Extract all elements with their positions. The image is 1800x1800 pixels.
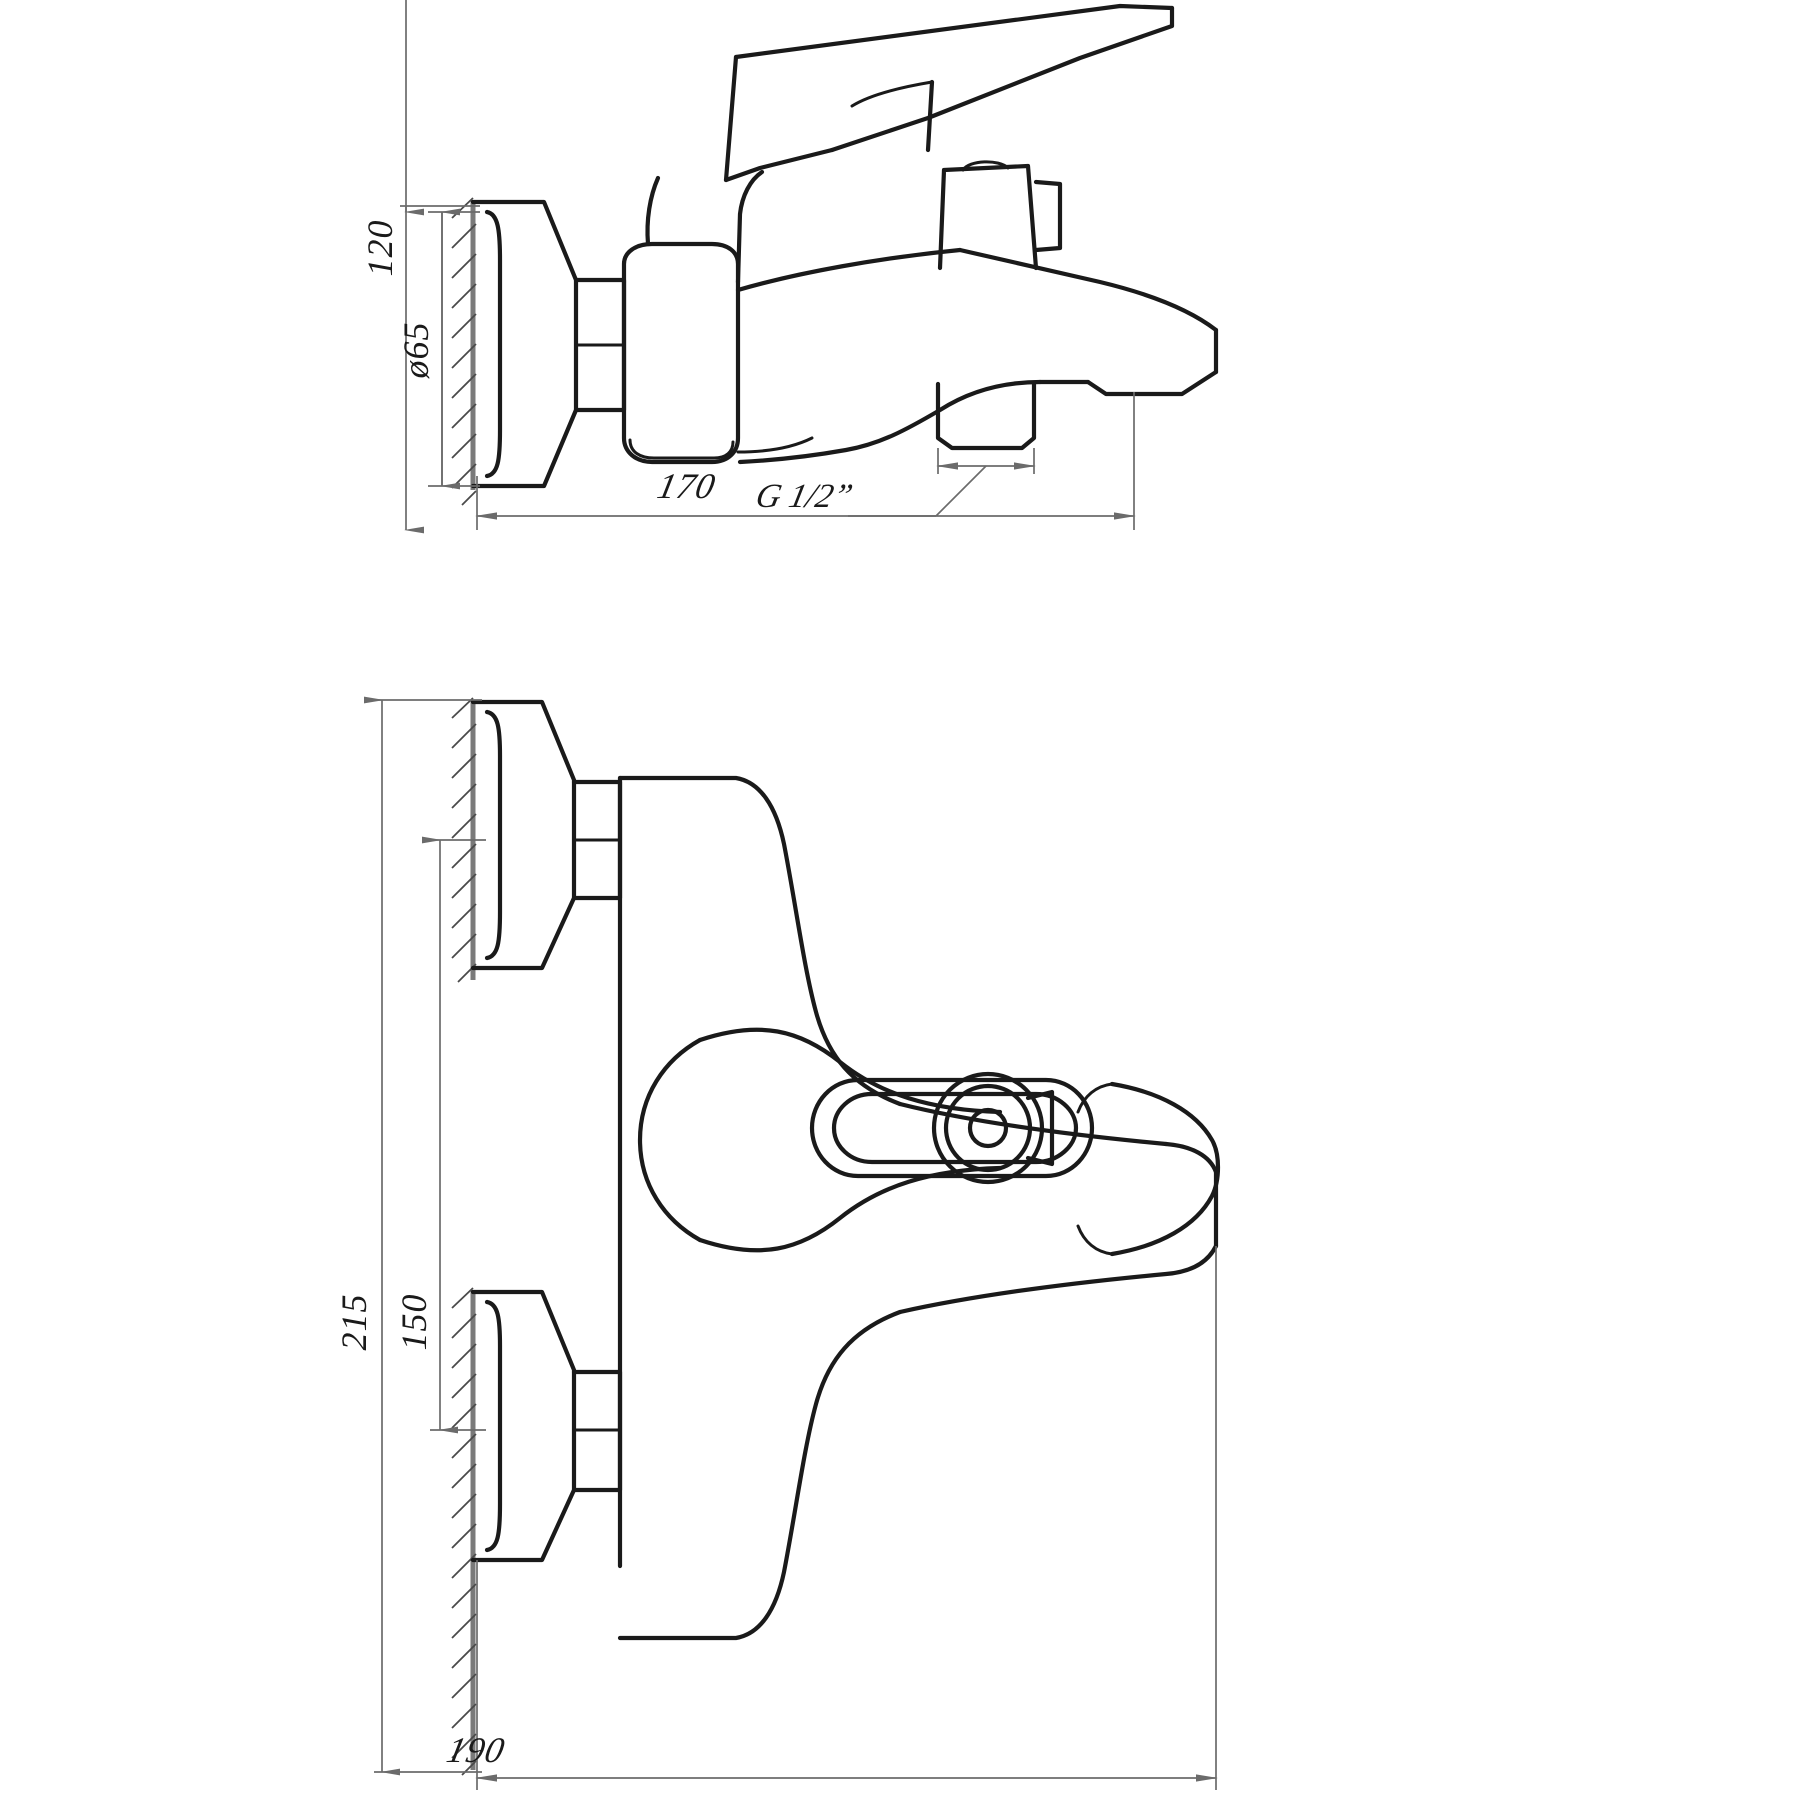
dimension-215: 215	[334, 696, 482, 1776]
escutcheon-side	[470, 199, 579, 489]
dimension-190-label: 190	[443, 1730, 508, 1770]
wall-side-view	[451, 197, 477, 506]
dimension-thread-g-half: G 1/2”	[753, 448, 1036, 517]
dimension-diameter-65: ø65	[396, 208, 480, 490]
wall-front-lower	[451, 1287, 477, 1776]
escutcheon-front-upper	[470, 699, 623, 971]
dimension-150-label: 150	[394, 1294, 434, 1351]
dimension-215-label: 215	[334, 1294, 374, 1351]
mixer-body-side	[621, 169, 1219, 465]
dimension-120-label: 120	[360, 220, 400, 277]
diverter-assembly-front	[809, 1071, 1095, 1185]
dimension-thread-g-half-label: G 1/2”	[753, 477, 856, 515]
dimension-190: 190	[443, 1246, 1218, 1790]
inlet-nipple-side	[573, 277, 627, 413]
escutcheon-front-lower	[470, 1289, 623, 1563]
mixer-body-front	[617, 775, 1221, 1641]
dimension-170: 170	[475, 392, 1136, 530]
side-view-group: 120 ø65 G 1/2”	[360, 0, 1219, 534]
dimension-150: 150	[394, 836, 486, 1434]
shower-outlet-nipple-side	[935, 381, 1037, 451]
wall-hatching-lower	[451, 1287, 477, 1776]
diverter-knob-side	[937, 160, 1063, 271]
front-view-group: 215 150 190	[334, 696, 1221, 1790]
lever-handle-side	[723, 3, 1175, 183]
dimension-120: 120	[360, 0, 480, 534]
dimension-170-label: 170	[654, 466, 719, 506]
dimension-diameter-65-label: ø65	[396, 322, 436, 380]
